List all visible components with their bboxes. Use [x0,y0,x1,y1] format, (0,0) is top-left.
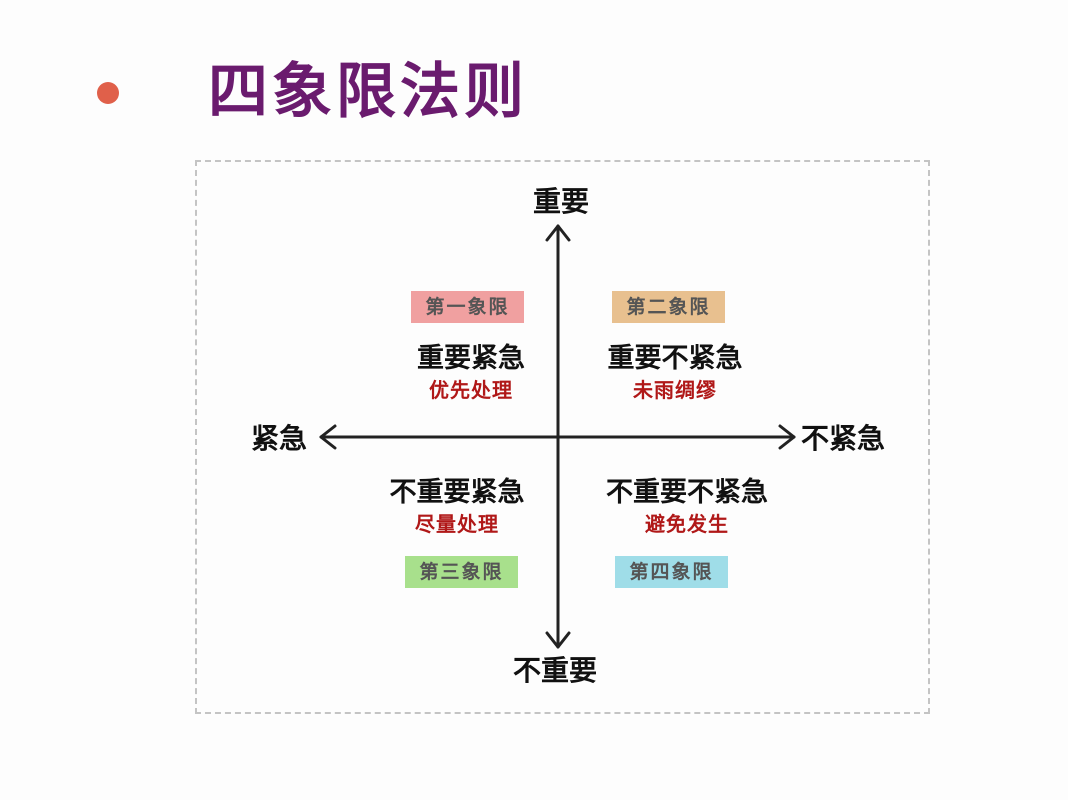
quadrant-3-tag: 第三象限 [405,556,518,588]
quadrant-3-action: 尽量处理 [415,512,499,536]
quadrant-3-title: 不重要紧急 [389,477,525,508]
quadrant-1-title: 重要紧急 [417,343,525,374]
page-title: 四象限法则 [208,57,528,127]
quadrant-2-action: 未雨绸缪 [633,378,717,402]
axis-label-important: 重要 [533,185,590,218]
arrow-right-icon [778,424,796,450]
quadrant-2-title: 重要不紧急 [607,343,743,374]
quadrant-1-action: 优先处理 [429,378,513,402]
bullet-dot [97,82,119,104]
quadrant-1-tag: 第一象限 [411,291,524,323]
arrow-up-icon [545,224,571,242]
quadrant-4-action: 避免发生 [645,512,729,536]
axis-label-not-urgent: 不紧急 [801,422,886,455]
quadrant-4-tag: 第四象限 [615,556,728,588]
quadrant-2-tag: 第二象限 [612,291,725,323]
diagram-frame [195,160,930,714]
axis-label-urgent: 紧急 [251,422,308,455]
arrow-left-icon [319,424,337,450]
axis-label-not-important: 不重要 [513,654,598,687]
quadrant-4-title: 不重要不紧急 [606,477,768,508]
arrow-down-icon [545,631,571,649]
